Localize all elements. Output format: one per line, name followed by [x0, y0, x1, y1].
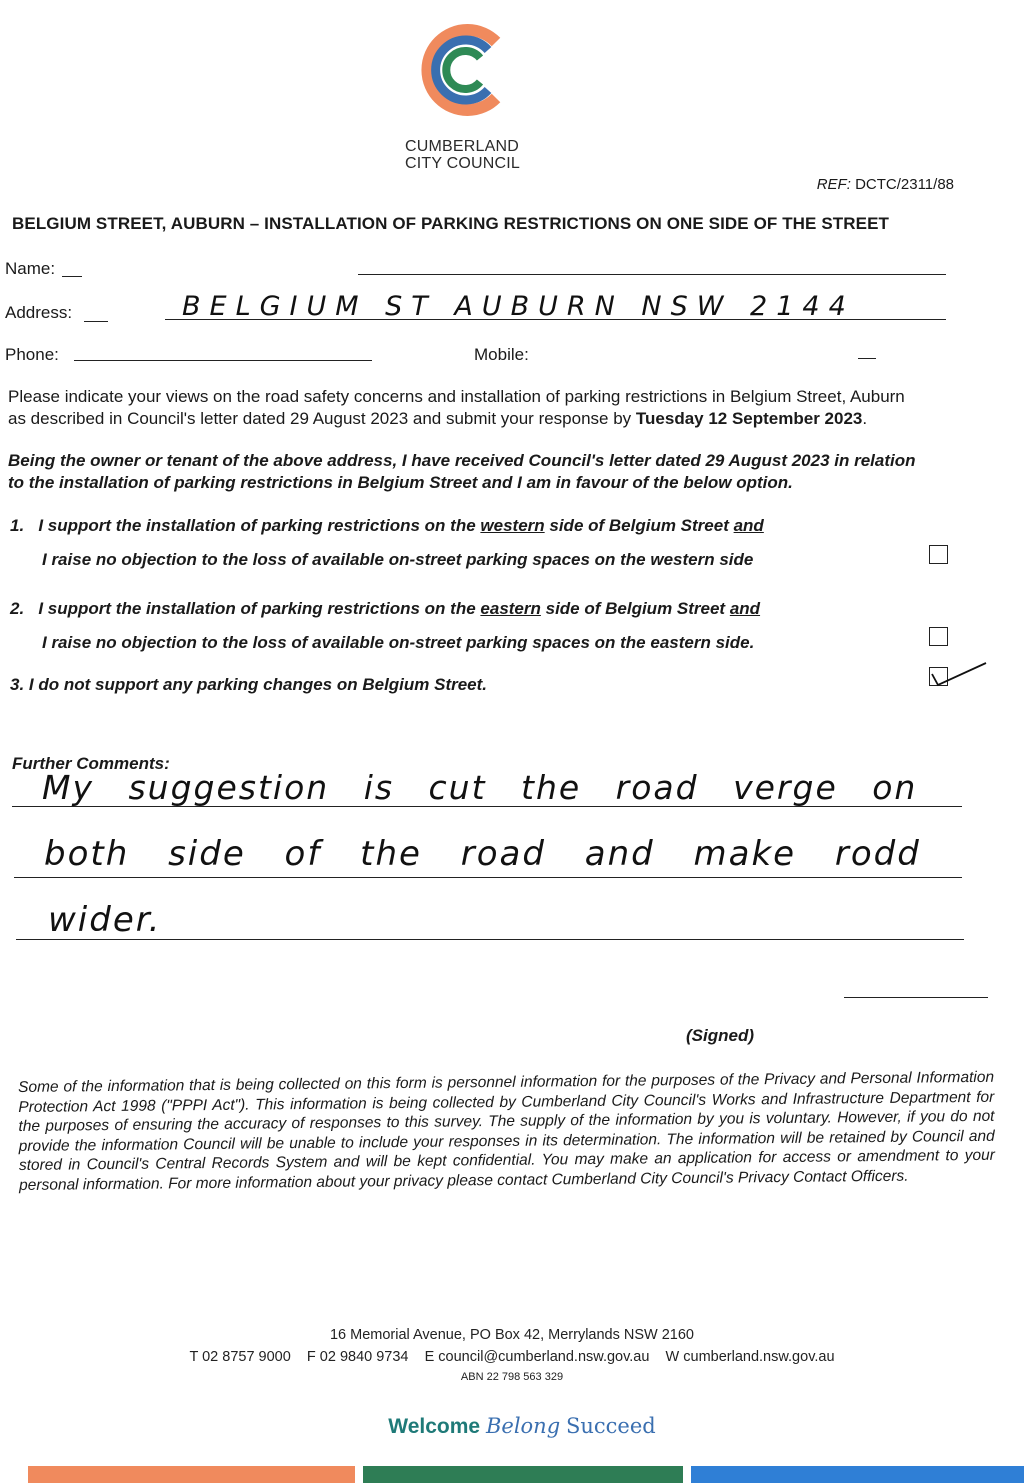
intro-line1: Please indicate your views on the road s…: [8, 387, 905, 406]
intro-paragraph: Please indicate your views on the road s…: [8, 386, 998, 430]
option-1-text: I support the installation of parking re…: [38, 516, 481, 535]
footer-abn: ABN 22 798 563 329: [460, 1371, 564, 1383]
tagline-succeed: Succeed: [565, 1414, 656, 1438]
org-name-line1: CUMBERLAND: [405, 138, 520, 155]
logo-text: CUMBERLAND CITY COUNCIL: [405, 138, 520, 172]
name-field[interactable]: [358, 274, 946, 275]
comments-label: Further Comments:: [12, 754, 170, 773]
option-1-and: and: [733, 516, 764, 535]
footer-address: 16 Memorial Avenue, PO Box 42, Merryland…: [329, 1327, 694, 1343]
option-3-text: I do not support any parking changes on …: [28, 675, 488, 694]
option-1-line1: 1. I support the installation of parking…: [10, 516, 764, 536]
form-title: BELGIUM STREET, AUBURN – INSTALLATION OF…: [12, 214, 889, 233]
declaration: Being the owner or tenant of the above a…: [8, 450, 998, 494]
intro-line2-end: .: [862, 409, 868, 428]
option-1-line2: I raise no objection to the loss of avai…: [42, 550, 754, 569]
address-line-short: [84, 321, 108, 322]
option-2-side: eastern: [480, 599, 541, 618]
phone-label: Phone:: [5, 345, 59, 364]
privacy-statement: Some of the information that is being co…: [18, 1068, 995, 1194]
intro-line2-text: as described in Council's letter dated 2…: [8, 409, 636, 428]
option-2-number: 2.: [10, 599, 25, 618]
tagline: Welcome Belong Succeed: [0, 1414, 1024, 1439]
tagline-welcome: Welcome: [388, 1415, 481, 1438]
footer-stripe-green: [363, 1466, 683, 1483]
option-3-line: 3. I do not support any parking changes …: [10, 675, 487, 695]
mobile-field[interactable]: [858, 358, 876, 359]
footer-contact: T 02 8757 9000 F 02 9840 9734 E council@…: [189, 1349, 835, 1365]
option-2-text: I support the installation of parking re…: [38, 599, 481, 618]
phone-field[interactable]: [74, 360, 372, 361]
option-2-checkbox[interactable]: [929, 627, 948, 646]
mobile-label: Mobile:: [474, 345, 529, 364]
declaration-line2: to the installation of parking restricti…: [8, 473, 793, 492]
name-line-short: [62, 276, 82, 277]
option-2-line2: I raise no objection to the loss of avai…: [42, 633, 755, 652]
comment-line-1[interactable]: [12, 806, 962, 807]
tagline-belong: Belong: [485, 1414, 561, 1438]
reference: REF: DCTC/2311/88: [817, 176, 954, 193]
comment-line-2[interactable]: [14, 877, 962, 878]
address-label: Address:: [5, 303, 73, 322]
option-2-street: side of Belgium Street: [540, 599, 730, 618]
signed-label: (Signed): [686, 1026, 754, 1045]
comment-text-line1: My suggestion is cut the road verge on: [42, 768, 918, 807]
deadline-date: Tuesday 12 September 2023: [635, 409, 863, 428]
address-handwritten: BELGIUM ST AUBURN NSW 2144: [182, 291, 855, 322]
option-2-line1: 2. I support the installation of parking…: [10, 599, 760, 619]
signature-line[interactable]: [844, 997, 988, 998]
council-logo: [421, 24, 501, 116]
ref-label: REF:: [816, 176, 851, 193]
name-label: Name:: [5, 259, 56, 278]
option-1-street: side of Belgium Street: [544, 516, 734, 535]
option-2-and: and: [729, 599, 761, 618]
option-1-number: 1.: [10, 516, 25, 535]
org-name-line2: CITY COUNCIL: [405, 155, 521, 172]
option-3-number: 3.: [10, 675, 25, 694]
option-1-side: western: [480, 516, 545, 535]
checkmark-icon: [931, 662, 987, 687]
ref-value: DCTC/2311/88: [855, 176, 954, 193]
footer-stripe-blue: [691, 1466, 1024, 1483]
comment-line-3[interactable]: [16, 939, 964, 940]
footer-stripe-orange: [28, 1466, 355, 1483]
comment-text-line3: wider.: [48, 900, 162, 940]
declaration-line1: Being the owner or tenant of the above a…: [8, 451, 916, 470]
address-field[interactable]: [165, 319, 946, 320]
comment-text-line2: both side of the road and make rodd: [44, 834, 921, 874]
intro-line2: as described in Council's letter dated 2…: [8, 408, 998, 430]
option-1-checkbox[interactable]: [929, 545, 948, 564]
